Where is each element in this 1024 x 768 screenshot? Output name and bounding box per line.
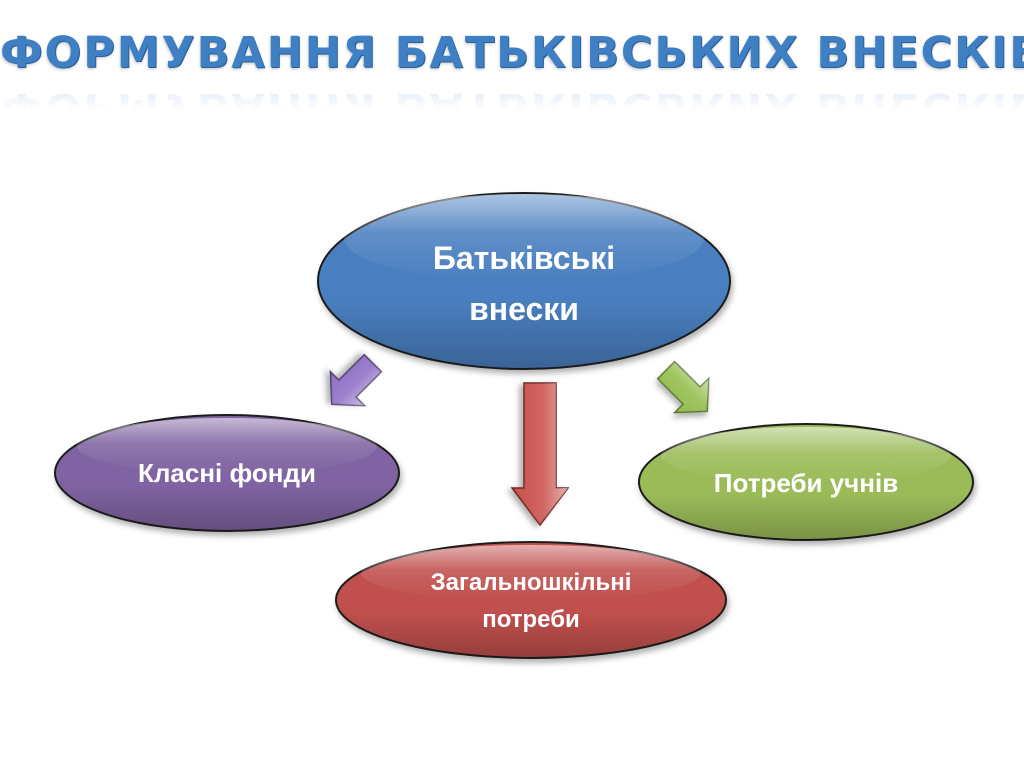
slide-title: ФОРМУВАННЯ БАТЬКІВСЬКИХ ВНЕСКІВ [0, 28, 1024, 78]
node-bottom-gloss [361, 545, 701, 601]
arrow-to-right-gloss [657, 361, 709, 413]
node-right-gloss [661, 427, 951, 483]
node-center-gloss [344, 194, 704, 282]
arrow-to-bottom-gloss [512, 383, 568, 525]
node-left [54, 414, 400, 532]
arrow-to-left-gloss [330, 354, 382, 406]
node-center-label-2: внески [469, 291, 579, 327]
node-left-label: Класні фонди [138, 458, 316, 488]
node-center-label-1: Батьківські [433, 240, 615, 276]
title-wrap: ФОРМУВАННЯ БАТЬКІВСЬКИХ ВНЕСКІВ [0, 28, 1024, 78]
node-right-label: Потреби учнів [714, 468, 898, 498]
arrow-to-bottom [510, 382, 570, 527]
node-left-gloss [77, 418, 377, 474]
arrow-to-right [656, 360, 710, 414]
node-center [317, 192, 731, 370]
arrow-to-left [329, 353, 383, 407]
node-right [638, 423, 974, 541]
node-bottom-label-1: Загальношкільні [431, 569, 632, 596]
node-bottom-label-2: потреби [482, 606, 580, 633]
node-bottom [335, 541, 727, 659]
